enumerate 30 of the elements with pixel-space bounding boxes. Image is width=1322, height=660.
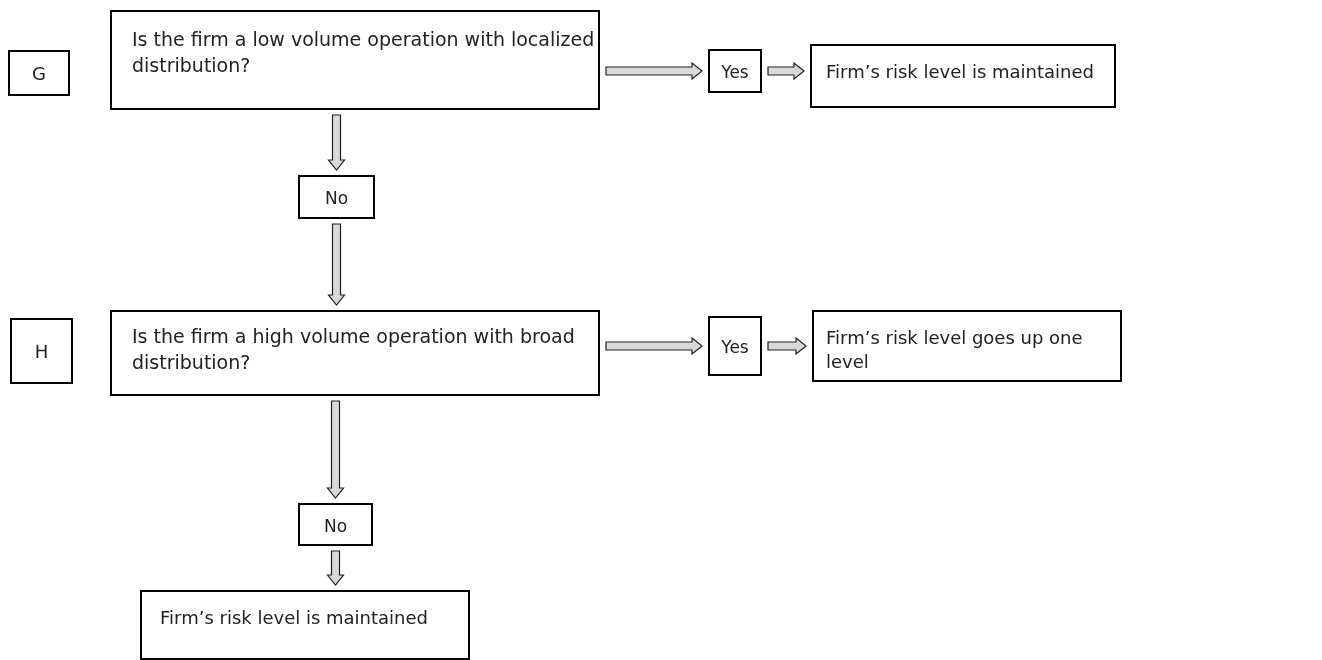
block-arrow — [326, 550, 345, 586]
box-text: Firm’s risk level is maintained — [826, 60, 1095, 84]
block-arrow — [327, 223, 346, 306]
step-label-box — [8, 50, 70, 96]
step-label: H — [33, 340, 50, 364]
box-text: Firm’s risk level is maintained — [160, 606, 429, 630]
box-text: No — [323, 187, 350, 210]
question-box — [110, 310, 600, 396]
block-arrow — [327, 114, 346, 171]
block-arrow — [605, 61, 703, 81]
answer-box — [708, 316, 762, 376]
step-label: G — [31, 62, 47, 86]
result-box — [140, 590, 470, 660]
box-text: Firm’s risk level goes up one level — [826, 326, 1084, 375]
step-label-box — [10, 318, 73, 384]
result-box — [810, 44, 1116, 108]
answer-box — [298, 503, 373, 546]
box-text: Is the firm a low volume operation with localized distribution? — [132, 27, 596, 78]
box-text: Yes — [720, 336, 750, 359]
box-text: No — [322, 515, 349, 538]
result-box — [812, 310, 1122, 382]
block-arrow — [767, 61, 805, 81]
box-text: Yes — [720, 61, 750, 84]
block-arrow — [767, 336, 807, 356]
block-arrow — [326, 400, 345, 499]
answer-box — [708, 49, 762, 93]
box-text: Is the firm a high volume operation with broad distribution? — [132, 324, 576, 375]
block-arrow — [605, 336, 703, 356]
question-box — [110, 10, 600, 110]
answer-box — [298, 175, 375, 219]
